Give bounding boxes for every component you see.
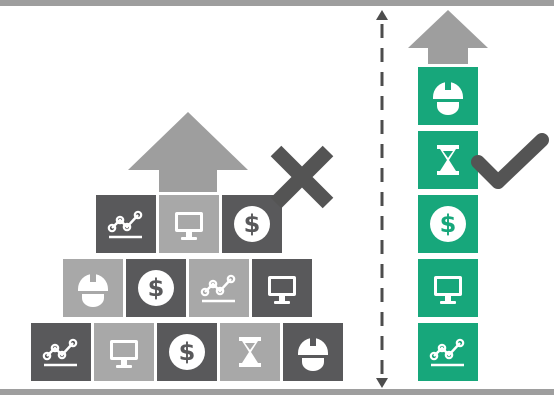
svg-text:$: $ — [148, 274, 165, 302]
monitor-icon — [428, 268, 468, 308]
dollar-coin-icon: $ — [231, 203, 273, 245]
svg-text:$: $ — [244, 210, 261, 238]
block-tile — [220, 323, 280, 381]
block-tile — [63, 259, 123, 317]
top-rule — [0, 0, 554, 6]
hard-hat-icon — [72, 267, 114, 309]
block-tile: $ — [126, 259, 186, 317]
stack-tile: $ — [418, 195, 478, 253]
dollar-coin-icon: $ — [427, 203, 469, 245]
svg-text:$: $ — [179, 338, 196, 366]
block-tile: $ — [157, 323, 217, 381]
bottom-rule — [0, 389, 554, 395]
chart-line-icon — [199, 268, 239, 308]
x-mark-icon — [270, 145, 334, 209]
dollar-coin-icon: $ — [135, 267, 177, 309]
hourglass-icon — [428, 140, 468, 180]
dollar-coin-icon: $ — [166, 331, 208, 373]
block-tile — [96, 195, 156, 253]
pyramid-up-arrow-icon — [128, 112, 248, 192]
chart-line-icon — [106, 204, 146, 244]
stack-tile — [418, 259, 478, 317]
hard-hat-icon — [427, 75, 469, 117]
check-mark-icon — [471, 133, 549, 189]
monitor-icon — [104, 332, 144, 372]
block-tile — [31, 323, 91, 381]
monitor-icon — [169, 204, 209, 244]
block-tile: $ — [222, 195, 282, 253]
block-tile — [94, 323, 154, 381]
svg-text:$: $ — [440, 210, 457, 238]
monitor-icon — [262, 268, 302, 308]
chart-line-icon — [428, 332, 468, 372]
dashed-double-arrow-icon — [376, 10, 388, 388]
block-tile — [159, 195, 219, 253]
block-tile — [189, 259, 249, 317]
stack-tile — [418, 131, 478, 189]
stack-tile — [418, 323, 478, 381]
block-tile — [283, 323, 343, 381]
stack-tile — [418, 67, 478, 125]
chart-line-icon — [41, 332, 81, 372]
hard-hat-icon — [292, 331, 334, 373]
hourglass-icon — [230, 332, 270, 372]
stack-up-arrow-icon — [408, 10, 488, 64]
block-tile — [252, 259, 312, 317]
